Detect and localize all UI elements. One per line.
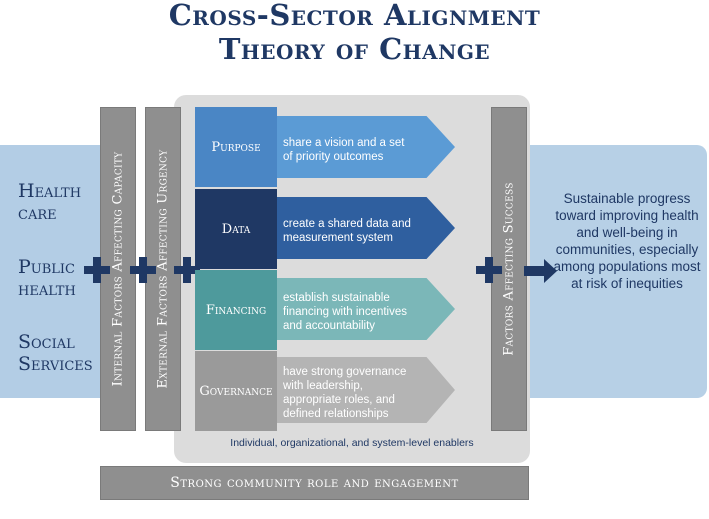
outcome-text: Sustainable progress toward improving he… — [553, 191, 701, 291]
component-purpose-description: share a vision and a set of priority out… — [283, 137, 405, 163]
outcome-band — [527, 145, 707, 398]
arrow-right-icon — [524, 259, 557, 283]
community-bar: Strong community role and engagement — [100, 466, 529, 500]
external-factors-label: External Factors Affecting Urgency — [155, 149, 171, 389]
plus-icon — [84, 257, 110, 283]
enablers-caption: Individual, organizational, and system-l… — [230, 437, 474, 449]
sector-health-care-line2: care — [18, 202, 57, 224]
component-governance-arrow: have strong governance with leadership, … — [277, 357, 455, 423]
component-data-arrow: create a shared data and measurement sys… — [277, 197, 455, 259]
component-data-description: create a shared data and measurement sys… — [283, 218, 411, 244]
sector-health-care-line1: Health — [18, 180, 82, 202]
success-factors-label: Factors Affecting Success — [501, 182, 517, 356]
component-data-box: Data — [195, 189, 277, 269]
component-financing-box: Financing — [195, 270, 277, 350]
community-label: Strong community role and engagement — [170, 475, 459, 491]
component-purpose-box: Purpose — [195, 107, 277, 187]
plus-icon — [476, 257, 502, 283]
plus-icon — [130, 257, 156, 283]
sector-public-health: Public health — [18, 256, 76, 300]
component-financing-description: establish sustainable financing with inc… — [283, 292, 408, 332]
sector-social-services-line1: Social — [18, 331, 75, 353]
plus-icon — [174, 257, 200, 283]
sector-social-services: Social Services — [18, 331, 93, 375]
title-line-2: Theory of Change — [218, 32, 491, 66]
component-governance-box: Governance — [195, 351, 277, 431]
component-financing-arrow: establish sustainable financing with inc… — [277, 278, 455, 340]
title-line-1: Cross-Sector Alignment — [168, 0, 541, 32]
sector-social-services-line2: Services — [18, 353, 93, 375]
sector-public-health-line2: health — [18, 278, 76, 300]
component-purpose-arrow: share a vision and a set of priority out… — [277, 116, 455, 178]
sector-public-health-line1: Public — [18, 256, 76, 278]
internal-factors-label: Internal Factors Affecting Capacity — [110, 151, 126, 387]
sector-health-care: Health care — [18, 180, 81, 224]
component-governance-description: have strong governance with leadership, … — [283, 366, 407, 420]
